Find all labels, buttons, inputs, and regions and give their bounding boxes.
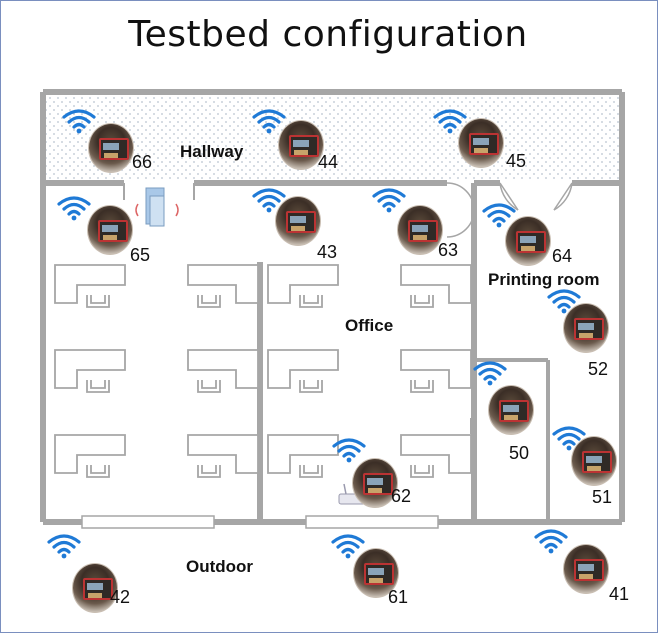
sensor-node-icon: [397, 205, 443, 255]
wifi-icon: [372, 187, 406, 213]
wifi-icon: [433, 108, 467, 134]
node-label: 66: [132, 152, 153, 172]
window-right: [305, 515, 439, 529]
node-label: 43: [317, 242, 338, 262]
node-label: 61: [388, 587, 409, 607]
outdoor-label: Outdoor: [186, 557, 254, 576]
desk: [267, 264, 339, 308]
office-door: [446, 182, 475, 238]
node-label: 65: [130, 245, 151, 265]
desk: [400, 434, 472, 478]
sensor-node-icon: [505, 216, 551, 266]
wifi-icon: [482, 202, 516, 228]
sensor-node-icon: [458, 118, 504, 168]
desk: [400, 349, 472, 393]
desk: [54, 434, 126, 478]
sensor-node-icon: [278, 120, 324, 170]
sensor-node-icon: [488, 385, 534, 435]
desk: [400, 264, 472, 308]
desk: [267, 434, 339, 478]
node-label: 52: [588, 359, 609, 379]
entrance-door: [123, 183, 195, 227]
wifi-icon: [547, 288, 581, 314]
sensor-node-icon: [563, 544, 609, 594]
wifi-icon: [57, 195, 91, 221]
office-label: Office: [345, 316, 394, 335]
desk: [187, 264, 259, 308]
desk: [54, 349, 126, 393]
sensor-node-icon: [87, 205, 133, 255]
wifi-icon: [473, 360, 507, 386]
wifi-icon: [331, 533, 365, 559]
sensor-node-icon: [353, 548, 399, 598]
wifi-icon: [332, 437, 366, 463]
desk: [267, 349, 339, 393]
wifi-icon: [252, 108, 286, 134]
wifi-icon: [552, 425, 586, 451]
sensor-node-icon: [275, 196, 321, 246]
node-label: 64: [552, 246, 573, 266]
printing-room-label: Printing room: [488, 270, 600, 289]
wifi-icon: [47, 533, 81, 559]
desk: [187, 349, 259, 393]
node-label: 44: [318, 152, 339, 172]
node-label: 41: [609, 584, 630, 604]
node-label: 62: [391, 486, 412, 506]
desk: [54, 264, 126, 308]
window-left: [81, 515, 215, 529]
printing-room-door: [499, 182, 573, 211]
sensor-node-icon: [72, 563, 118, 613]
node-label: 51: [592, 487, 613, 507]
sensor-node-icon: [352, 458, 398, 508]
desks: [54, 264, 472, 478]
node-label: 42: [110, 587, 131, 607]
printing-room-closet: [474, 358, 550, 522]
node-label: 50: [509, 443, 530, 463]
wifi-icon: [252, 187, 286, 213]
node-label: 63: [438, 240, 459, 260]
node-label: 45: [506, 151, 527, 171]
sensor-node-icon: [571, 436, 617, 486]
wifi-icon: [62, 108, 96, 134]
sensor-node-icon: [563, 303, 609, 353]
wifi-icon: [534, 528, 568, 554]
sensor-node-icon: [88, 123, 134, 173]
hallway-label: Hallway: [180, 142, 244, 161]
figure-title: Testbed configuration: [128, 14, 528, 55]
desk: [187, 434, 259, 478]
hallway-floor: [45, 92, 620, 180]
